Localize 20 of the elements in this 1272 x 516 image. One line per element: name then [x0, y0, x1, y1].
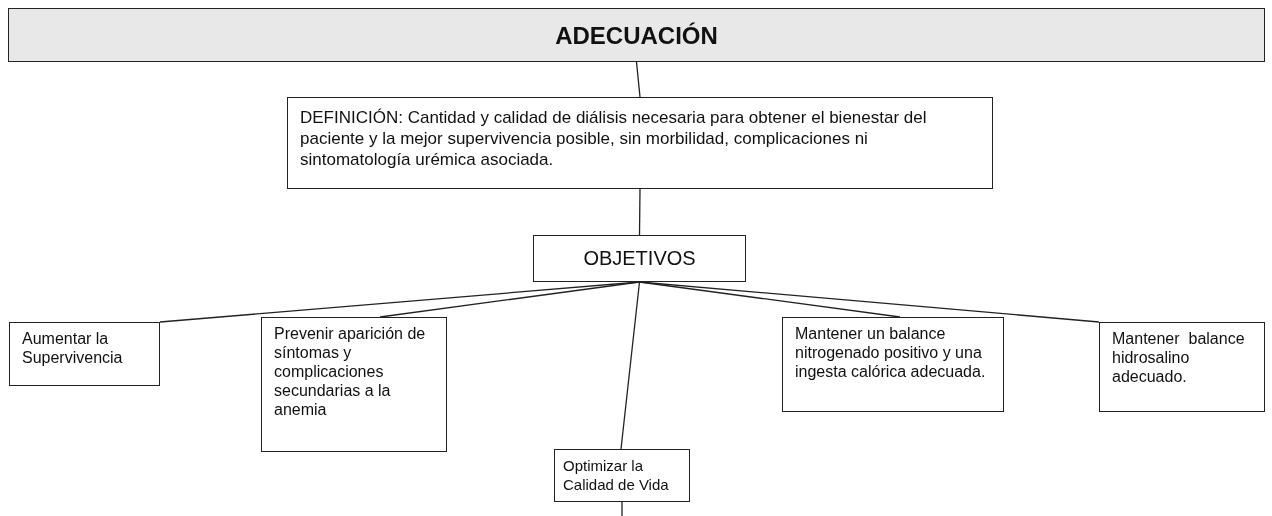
connector-line [638, 188, 641, 236]
connector-line [621, 501, 623, 516]
connector-line [620, 281, 641, 450]
objective-box [9, 322, 160, 386]
node-text: Optimizar la Calidad de Vida [563, 457, 669, 493]
objective-box [1099, 322, 1265, 412]
node-text: Mantener balance hidrosalino adecuado. [1112, 330, 1246, 385]
connector-line [635, 61, 641, 98]
heading-text: OBJETIVOS [583, 249, 696, 268]
definition-box [287, 97, 993, 189]
node-text: Mantener un balance nitrogenado positivo y una ingesta calórica adecuada. [795, 325, 987, 380]
connector-line [379, 281, 641, 318]
node-text: Prevenir aparición de síntomas y complicaciones secundarias a la anemia [274, 325, 427, 418]
objective-box [261, 317, 447, 452]
objective-box [554, 449, 690, 502]
title-band [8, 8, 1265, 62]
objective-box [782, 317, 1004, 412]
node-text: DEFINICIÓN: Cantidad y calidad de diálisis necesaria para obtener el bienestar del paciente y la mejor supervivencia posible, sin morbilidad, complicaciones ni sintomatología urémica asociada. [300, 108, 928, 169]
objectives-box [533, 235, 746, 282]
node-text: Aumentar la Supervivencia [22, 330, 123, 366]
